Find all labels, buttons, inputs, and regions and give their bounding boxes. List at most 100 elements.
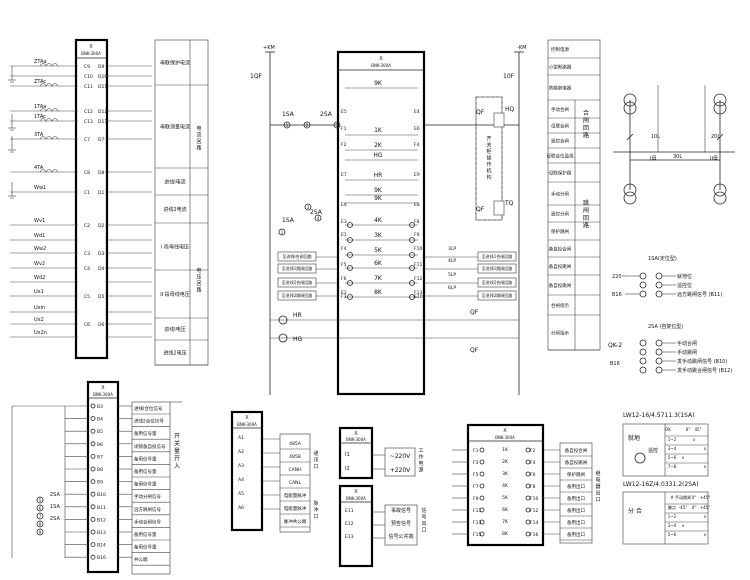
lw-cell: x (704, 514, 707, 519)
terminal-code: F5 (473, 472, 479, 478)
switch-label: 1SA (282, 111, 295, 118)
switch-label: 2SA (310, 209, 323, 216)
lw-cell: 3~4 (668, 446, 677, 451)
switch-pos: 分 合 (628, 507, 642, 515)
relay-label: 9K (374, 187, 383, 194)
group-label: 继电器出口 (595, 470, 600, 503)
sw-label: 2SA (50, 492, 60, 498)
ext-label: 至进线1跳闸回路 (482, 265, 513, 271)
relay-label: 8K (374, 289, 383, 296)
relay-contact (347, 252, 353, 258)
lamp-label: HG (293, 336, 303, 343)
function-label: 合闸指示 (551, 302, 569, 309)
function-label: 遥控合闸 (551, 138, 569, 145)
relay-contact (409, 252, 415, 258)
terminal-block-signal (338, 484, 374, 568)
relay-contact (525, 447, 531, 453)
terminal-code: E1 (341, 232, 347, 238)
comm-label: 485A (289, 441, 302, 447)
terminal-code: F8 (414, 219, 420, 225)
lw-cell: 1~2 (668, 514, 677, 519)
terminal-code: C7 (84, 137, 90, 143)
terminal-code: E11 (345, 508, 354, 514)
function-label: 母联合闸 (551, 123, 569, 130)
relay-contact (479, 531, 485, 537)
switch-title: LW12-16Z/4.0331.2(2SA) (623, 481, 699, 488)
contact-num: 1 (281, 230, 284, 235)
signal-label: 预告信号 (391, 520, 411, 527)
contact-num: 1 (286, 123, 289, 128)
terminal-code: D3 (98, 251, 104, 257)
relay-label: 1K (374, 127, 383, 134)
terminal-block-relay (466, 423, 545, 547)
sa-item: 远方跳闸信号 (B11) (677, 291, 722, 298)
relay-label: 6K (374, 260, 383, 267)
ext-box-left (277, 263, 317, 274)
terminal (90, 466, 96, 472)
binary-label: 进线2合位信号 (134, 418, 164, 425)
feeder-label: 1TAc (34, 114, 46, 120)
binary-label: 备用信号量 (134, 455, 157, 462)
block-model: BNK-300A (346, 496, 366, 501)
terminal-code: B7 (97, 454, 103, 460)
terminal-code: E13 (345, 534, 354, 540)
ct-coil (39, 169, 59, 173)
terminal-code: F13 (473, 520, 481, 526)
binary-label: 共公端 (134, 556, 148, 563)
lw-cell: 触点 (668, 504, 676, 510)
relay-contact (347, 222, 353, 228)
ext-label: 至进线2合闸回路 (482, 279, 513, 285)
block-title: X (379, 56, 383, 62)
terminal-code: A2 (238, 449, 244, 455)
group-label: 合闸回路 (583, 109, 589, 140)
relay-contact (525, 459, 531, 465)
terminal-code: B9 (97, 480, 103, 486)
feeder-label: Wv1 (34, 218, 45, 224)
terminal-code: E2 (341, 290, 347, 296)
power-label: ~220V (390, 453, 411, 460)
sa-contact (639, 348, 647, 356)
ext-box-left (277, 277, 317, 288)
switch-contact (304, 203, 312, 211)
feeder-label: ZTAa (34, 59, 47, 65)
relay-label: 6K (502, 507, 509, 513)
relay-contact (409, 265, 415, 271)
terminal-code: E8 (414, 202, 420, 208)
sa-label: B16 (610, 361, 620, 367)
terminal-code: B11 (97, 505, 106, 511)
wire (626, 133, 634, 141)
terminal-code: A3 (238, 463, 244, 469)
mech-label: 开关柜操作机构 (486, 136, 491, 181)
switch-contact (36, 528, 44, 536)
terminal-code: F7 (473, 484, 479, 490)
lamp-hg (278, 333, 288, 343)
signal-label: 事故信号 (391, 507, 411, 514)
block-model: BNK-300A (93, 392, 113, 397)
terminal-code: D13 (98, 119, 107, 125)
terminal-code: C9 (84, 64, 90, 70)
terminal-code: C2 (84, 223, 90, 229)
terminal-code: D4 (98, 266, 104, 272)
switch-contact (36, 504, 44, 512)
function-label: 控制电源 (551, 46, 569, 53)
circuit-label: I 段母线电压 (161, 244, 189, 251)
lp-label: 3LP (448, 246, 456, 252)
breaker-label: 10L (651, 134, 660, 140)
signal-label: 信号公共端 (388, 533, 413, 540)
switch-contact (36, 512, 44, 520)
sa-contact (655, 339, 663, 347)
relay-out-label: 备自投跳闸 (565, 459, 588, 466)
group-label: 电压回路 (196, 267, 201, 294)
circuit-label: 母联测量电流 (160, 124, 190, 131)
relay-label: 9K (374, 80, 383, 87)
comm-label: 485B (289, 454, 301, 460)
relay-out-label: 备用出口 (567, 495, 585, 502)
current-labels-table (154, 39, 209, 366)
feeder-label: Ww2 (34, 246, 46, 252)
contact-num: 6 (39, 506, 42, 511)
terminal-code: D8 (98, 170, 104, 176)
lw-cell: 5~6 (668, 532, 677, 537)
lw-head: +45° (700, 495, 710, 500)
binary-label: 备用信号量 (134, 531, 157, 538)
wire (716, 133, 724, 141)
